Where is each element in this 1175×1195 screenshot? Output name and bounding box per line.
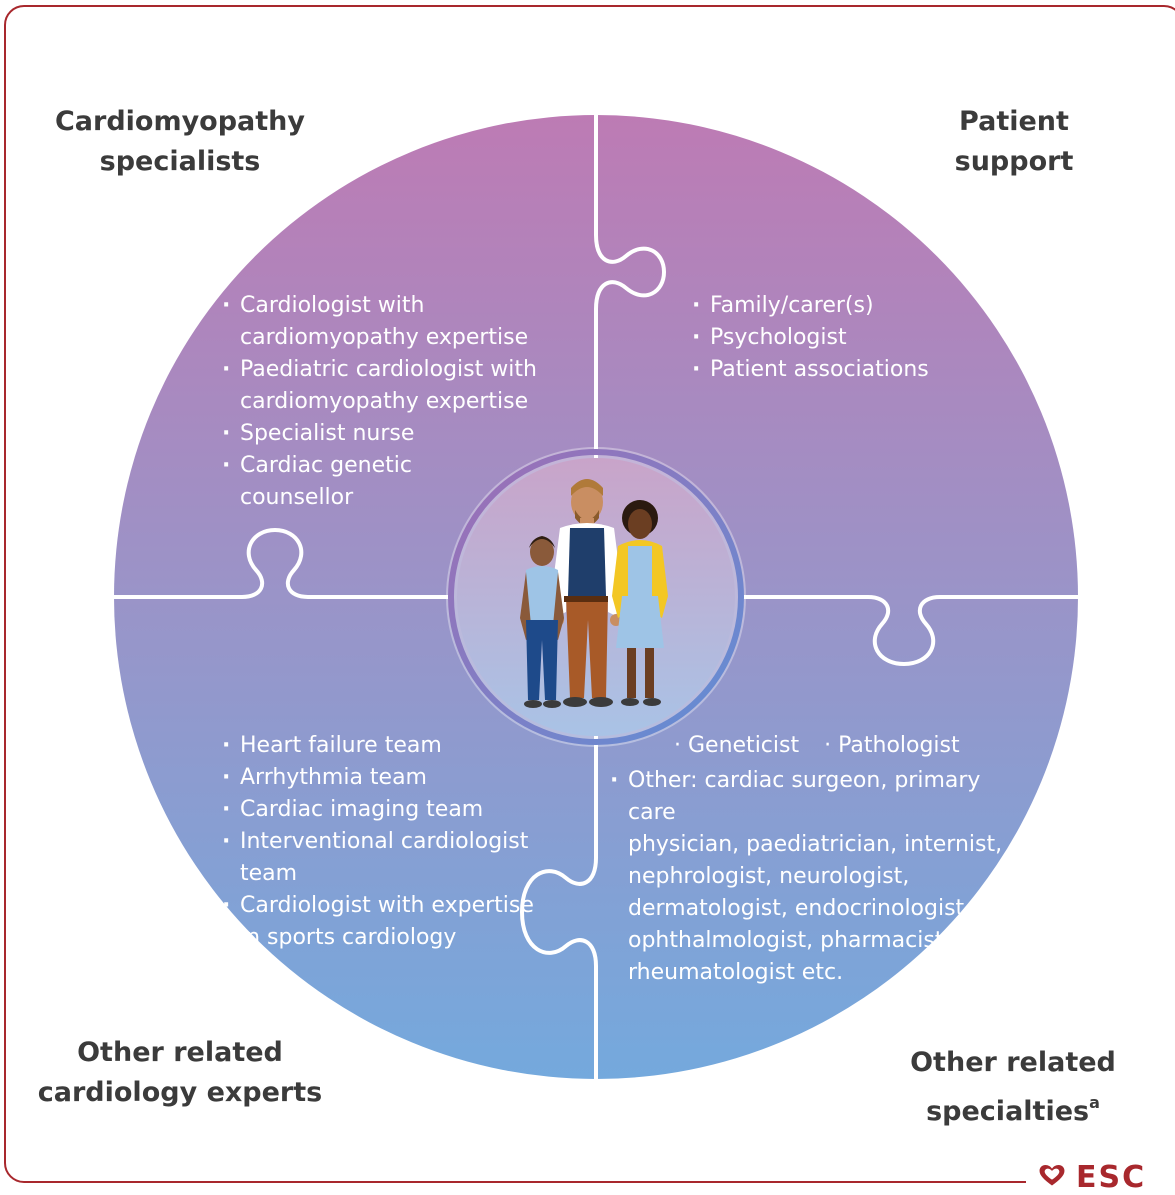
list-item-text: Psychologist [710, 325, 847, 350]
heading-text: specialties [926, 1096, 1090, 1127]
heading-cardiomyopathy-specialists: Cardiomyopathy specialists [40, 102, 320, 182]
list-item-text: in sports cardiology [240, 925, 457, 950]
divider-left [112, 528, 452, 599]
list-item: Cardiac imaging team [222, 794, 592, 826]
list-item: Psychologist [692, 322, 972, 354]
cardiomyopathy-specialists-list: Cardiologist with cardiomyopathy expertis… [222, 290, 562, 514]
list-item: Cardiologist with expertise in sports car… [222, 890, 592, 954]
boy-figure [520, 536, 564, 708]
heading-line: specialists [99, 146, 261, 177]
heading-other-specialties: Other related specialtiesa [903, 1043, 1123, 1132]
heading-line: Other related [77, 1037, 283, 1068]
list-item: Cardiologist with cardiomyopathy expertis… [222, 290, 562, 354]
heading-line: specialtiesa [903, 1083, 1123, 1132]
family-illustration-icon [520, 479, 668, 708]
list-item-text: Cardiac genetic [240, 453, 412, 478]
heading-line: Other related [910, 1047, 1116, 1078]
list-item-text: Geneticist [688, 733, 800, 758]
list-item-text: rheumatologist etc. [628, 960, 844, 985]
list-item-text: Interventional cardiologist team [240, 829, 529, 886]
list-item-text: ophthalmologist, pharmacist, [628, 928, 951, 953]
list-item-text: cardiomyopathy expertise [240, 389, 529, 414]
list-item-text: physician, paediatrician, internist, [628, 832, 1003, 857]
list-item: Cardiac genetic counsellor [222, 450, 562, 514]
heading-line: support [954, 146, 1074, 177]
list-item-text: Cardiologist with expertise [240, 893, 534, 918]
divider-right [738, 595, 1080, 666]
list-item: Family/carer(s) [692, 290, 972, 322]
esc-logo-text: ESC [1076, 1160, 1147, 1195]
list-item-text: Pathologist [838, 733, 960, 758]
list-item: Specialist nurse [222, 418, 562, 450]
other-specialties-list: Other: cardiac surgeon, primary care phy… [610, 765, 1030, 989]
list-item-text: Specialist nurse [240, 421, 415, 446]
center-ring [448, 449, 744, 745]
list-item: Interventional cardiologist team [222, 826, 592, 890]
man-figure [552, 479, 622, 707]
heart-icon [1039, 1165, 1065, 1186]
list-item-text: Paediatric cardiologist with [240, 357, 537, 382]
heading-line: Patient [959, 106, 1069, 137]
list-item-text: Cardiac imaging team [240, 797, 484, 822]
heading-other-cardiology-experts: Other related cardiology experts [30, 1033, 330, 1113]
divider-top [594, 113, 666, 467]
cardiology-experts-list: Heart failure team Arrhythmia team Cardi… [222, 730, 592, 954]
heading-line: cardiology experts [37, 1077, 323, 1108]
list-item-text: Family/carer(s) [710, 293, 874, 318]
list-item-text: Other: cardiac surgeon, primary care [628, 768, 981, 825]
woman-figure [612, 500, 668, 706]
list-item: Paediatric cardiologist with cardiomyopat… [222, 354, 562, 418]
patient-support-list: Family/carer(s) Psychologist Patient ass… [692, 290, 972, 386]
list-item-text: Heart failure team [240, 733, 442, 758]
list-item-text: nephrologist, neurologist, [628, 864, 910, 889]
esc-logo: ESC [1026, 1163, 1175, 1193]
list-item: Heart failure team [222, 730, 592, 762]
list-item: Arrhythmia team [222, 762, 592, 794]
list-item: · Pathologist [824, 730, 960, 762]
heading-patient-support: Patient support [914, 102, 1114, 182]
specialties-inline-list: · Geneticist · Pathologist [674, 730, 960, 762]
diagram-frame [4, 5, 1175, 1183]
list-item-text: counsellor [240, 485, 354, 510]
list-item-text: Cardiologist with [240, 293, 425, 318]
list-item: Other: cardiac surgeon, primary care phy… [610, 765, 1030, 989]
list-item-text: dermatologist, endocrinologist, [628, 896, 972, 921]
list-item-text: cardiomyopathy expertise [240, 325, 529, 350]
list-item-text: Arrhythmia team [240, 765, 427, 790]
heading-line: Cardiomyopathy [54, 106, 306, 137]
list-item: · Geneticist [674, 730, 799, 762]
list-item-text: Patient associations [710, 357, 929, 382]
list-item: Patient associations [692, 354, 972, 386]
footnote-marker: a [1089, 1093, 1100, 1112]
